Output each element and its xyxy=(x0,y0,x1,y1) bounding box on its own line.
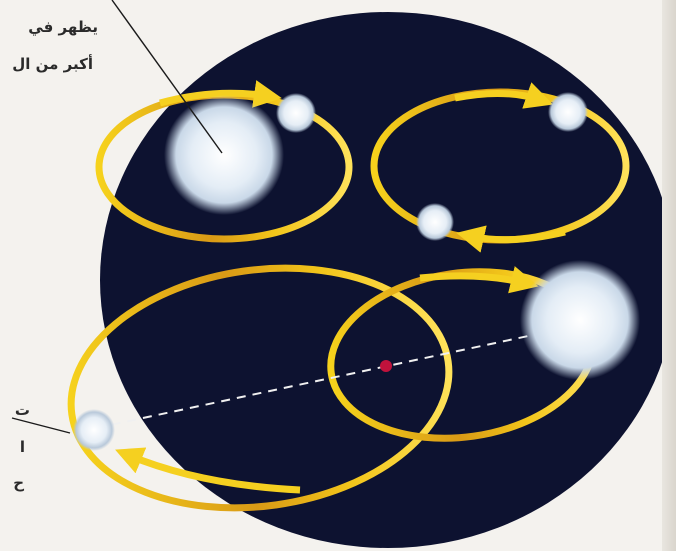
barycenter-dot xyxy=(380,360,392,372)
small-star-bottom-left xyxy=(73,409,115,451)
big-star xyxy=(164,95,284,215)
small-star-top-right-b xyxy=(416,203,454,241)
small-star-top-left xyxy=(276,93,316,133)
caption-bottom-line-1: ت xyxy=(15,403,30,418)
caption-bottom-line-2: ا xyxy=(20,440,25,455)
caption-top-line-2: أكبر من ال xyxy=(12,57,93,72)
caption-top-line-1: يظهر في xyxy=(28,20,98,35)
page-edge xyxy=(662,0,676,551)
big-star-bottom-right xyxy=(520,260,640,380)
leader-line-bottom xyxy=(12,418,70,433)
small-star-top-right-a xyxy=(548,92,588,132)
caption-bottom-line-3: ح xyxy=(13,476,24,491)
